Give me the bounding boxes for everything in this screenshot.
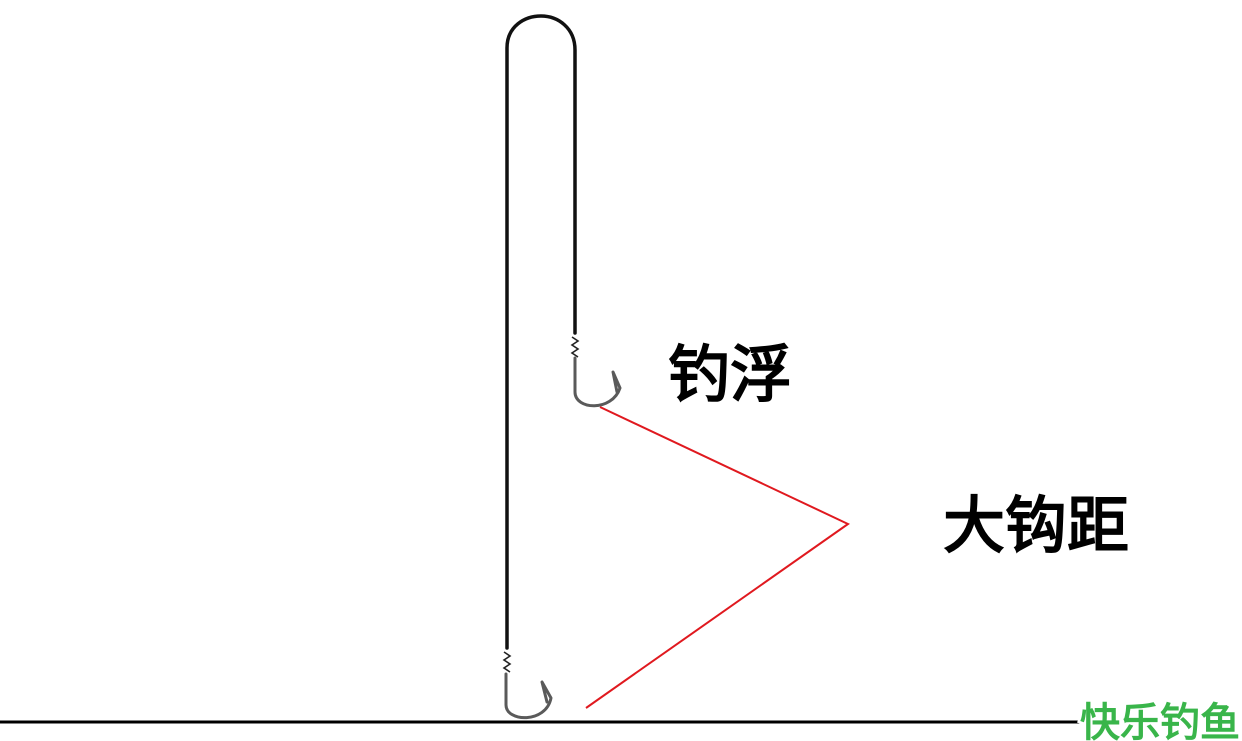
float-label: 钓浮 [668,338,792,411]
fishing-line-loop [505,14,577,650]
watermark-logo: 快乐钓鱼 [1078,698,1242,741]
watermark-text: 快乐钓鱼 [1080,700,1240,741]
lower-hook-icon [502,651,553,720]
hook-distance-pointer [585,406,850,709]
upper-hook-icon [570,336,622,408]
hook-distance-label: 大钩距 [943,489,1129,562]
